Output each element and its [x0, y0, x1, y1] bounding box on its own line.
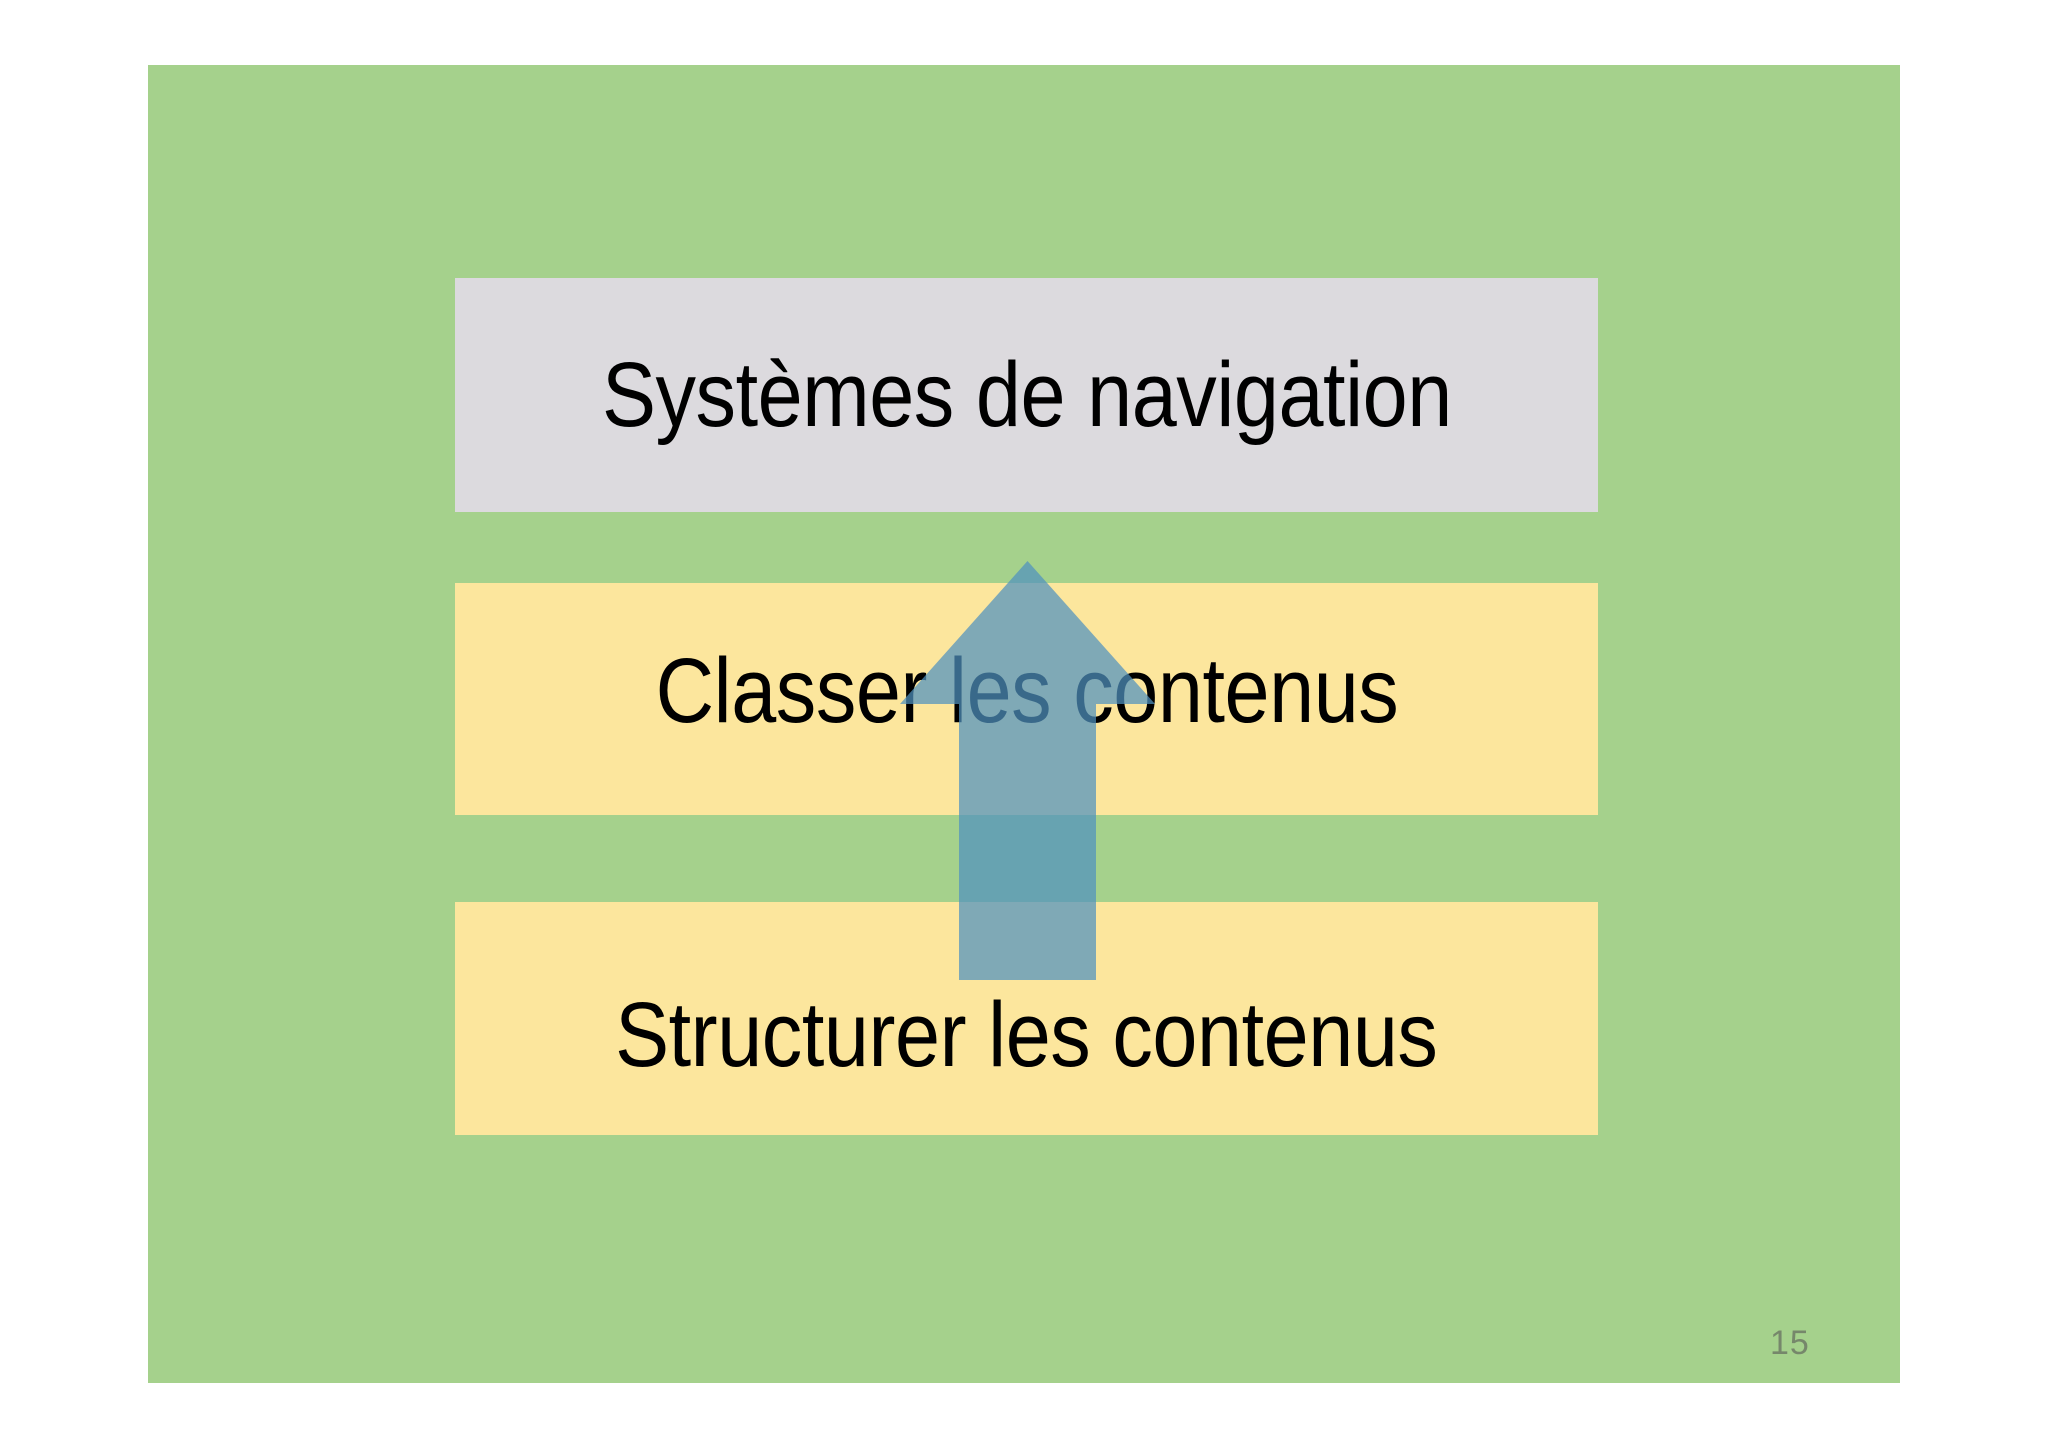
band-label-navigation: Systèmes de navigation — [601, 344, 1452, 446]
band-structurer-les-contenus: Structurer les contenus — [455, 902, 1598, 1135]
band-classer-les-contenus: Classer les contenus — [455, 583, 1598, 815]
band-systemes-de-navigation: Systèmes de navigation — [455, 278, 1598, 512]
band-label-classer: Classer les contenus — [655, 640, 1398, 742]
slide-canvas: Systèmes de navigation Classer les conte… — [148, 65, 1900, 1383]
page-number: 15 — [1770, 1324, 1810, 1362]
band-label-structurer: Structurer les contenus — [615, 983, 1438, 1086]
